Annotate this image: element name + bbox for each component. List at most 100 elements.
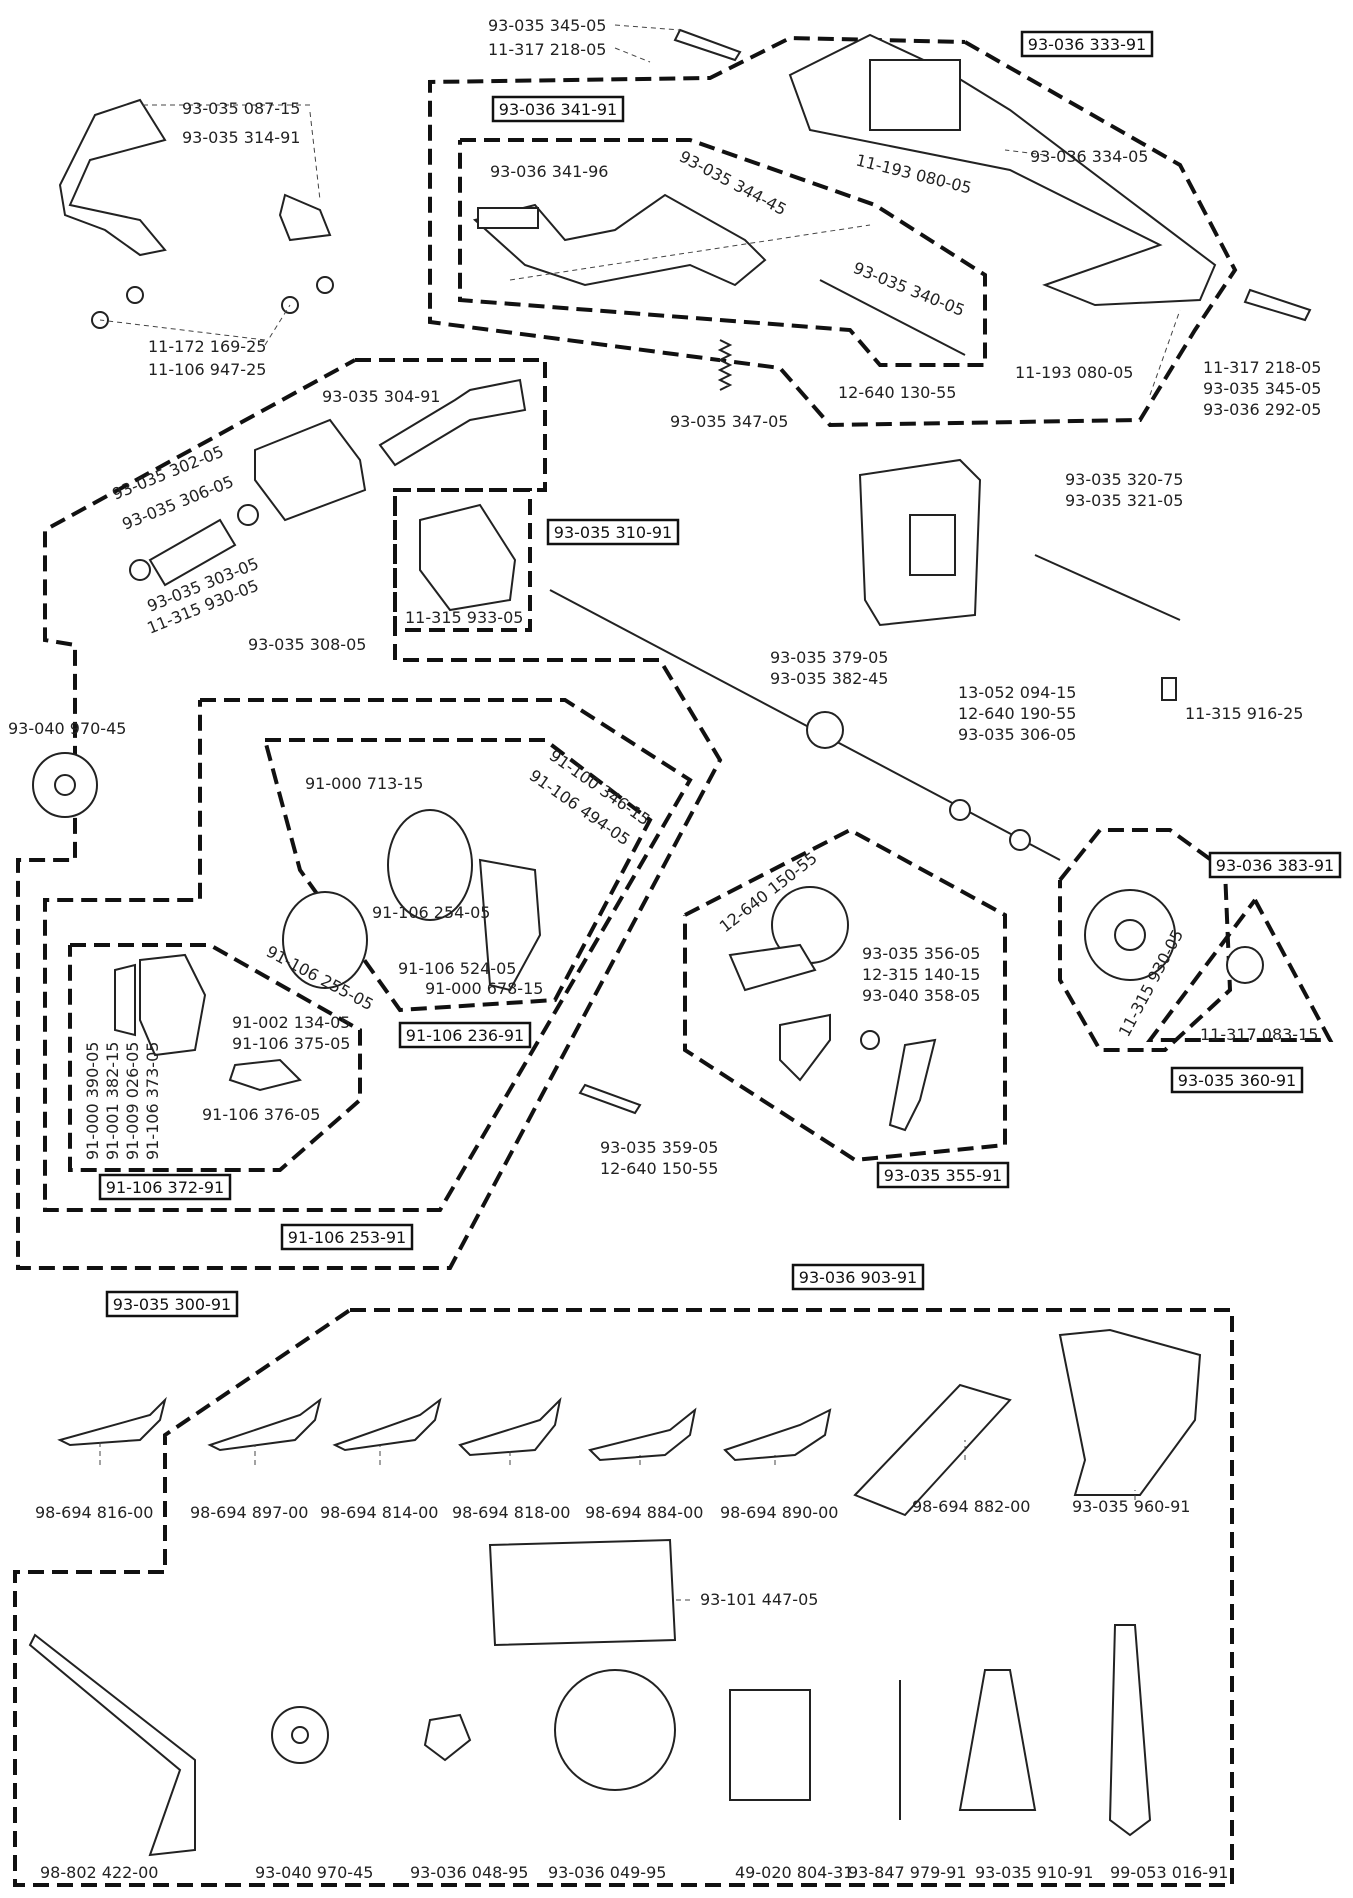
part-label: 91-106 373-05 (143, 1042, 162, 1160)
outline-93-035-360-91 (1146, 898, 1334, 1042)
part-label: 93-035 320-75 (1065, 470, 1183, 489)
seam-ripper-sketch (1108, 1624, 1152, 1837)
group-box-93-035-360-91: 93-035 360-91 (1170, 1066, 1304, 1094)
rod-sketch (819, 279, 966, 356)
part-label: 93-040 358-05 (862, 986, 980, 1005)
plate-sketch (278, 193, 332, 242)
part-label: 93-035 345-05 (1203, 379, 1321, 398)
part-label: 93-035 321-05 (1065, 491, 1183, 510)
svg-text:93-036 383-91: 93-036 383-91 (1216, 856, 1334, 875)
latch-lever-sketch (114, 963, 136, 1037)
bushing-sketch (148, 518, 237, 587)
part-label: 93-035 356-05 (862, 944, 980, 963)
group-outlines (13, 35, 1334, 1887)
part-label: 93-035 347-05 (670, 412, 788, 431)
spool-cap-small-sketch (423, 1713, 472, 1762)
part-label: 91-106 254-05 (372, 903, 490, 922)
outline-93-036-341-91 (458, 138, 987, 367)
washer-sketch-2 (237, 504, 259, 526)
spool-cap-large-sketch (554, 1669, 676, 1791)
part-label: 93-035 344-45 (676, 147, 789, 219)
shaft-collar-sketch-2 (949, 799, 971, 821)
part-label: 93-035 960-91 (1072, 1497, 1190, 1516)
part-label: 98-694 818-00 (452, 1503, 570, 1522)
cloth-sketch (488, 1538, 677, 1647)
part-label: 98-802 422-00 (40, 1863, 158, 1882)
part-label: 11-317 083-15 (1200, 1025, 1318, 1044)
svg-text:93-036 341-91: 93-036 341-91 (499, 100, 617, 119)
group-box-91-106-372-91: 91-106 372-91 (98, 1173, 232, 1201)
hem-guide-sketch (28, 1633, 196, 1857)
presser-foot-2-sketch (207, 1397, 322, 1452)
part-label: 99-053 016-91 (1110, 1863, 1228, 1882)
bobbin-hub-sketch (291, 1726, 309, 1744)
svg-text:91-106 372-91: 91-106 372-91 (106, 1178, 224, 1197)
part-label: 91-106 376-05 (202, 1105, 320, 1124)
part-label: 98-694 814-00 (320, 1503, 438, 1522)
svg-text:91-106 253-91: 91-106 253-91 (288, 1228, 406, 1247)
pin-sketch-top (673, 28, 742, 62)
part-label: 12-640 150-55 (600, 1159, 718, 1178)
part-label: 93-035 379-05 (770, 648, 888, 667)
bobbin-case-sketch (282, 891, 368, 989)
part-label: 91-000 713-15 (305, 774, 423, 793)
part-label: 11-193 080-05 (1015, 363, 1133, 382)
presser-foot-8-sketch (1058, 1328, 1202, 1496)
part-label: 11-106 947-25 (148, 360, 266, 379)
outline-91-106-253-91 (43, 698, 693, 1212)
part-label: 98-694 882-00 (912, 1497, 1030, 1516)
hook-race-sketch (387, 809, 473, 921)
part-label: 91-002 134-05 (232, 1013, 350, 1032)
part-label: 91-106 524-05 (398, 959, 516, 978)
part-label: 91-009 026-05 (123, 1042, 142, 1160)
pin-sketch-lower (578, 1083, 642, 1115)
part-label: 13-052 094-15 (958, 683, 1076, 702)
part-label: 93-036 341-96 (490, 162, 608, 181)
outline-93-035-355-91 (683, 827, 1007, 1163)
switch-sketch (909, 514, 956, 576)
part-label: 91-001 382-15 (103, 1042, 122, 1160)
part-label: 91-106 375-05 (232, 1034, 350, 1053)
washer-sketch-1 (129, 559, 151, 581)
needle-pack-sketch (729, 1689, 811, 1801)
bobbin-case-latch-sketch (139, 953, 207, 1057)
part-label: 93-035 340-05 (851, 258, 968, 320)
svg-text:93-036 903-91: 93-036 903-91 (799, 1268, 917, 1287)
outline-93-035-300-91 (16, 358, 723, 1270)
outline-91-106-236-91 (263, 738, 653, 1013)
leader-lines (99, 24, 1181, 1601)
presser-foot-7-sketch (853, 1383, 1012, 1517)
outline-91-106-372-91 (68, 943, 362, 1172)
spring-sketch (717, 339, 733, 391)
link-rod-sketch (888, 1038, 937, 1132)
oil-tube-sketch (958, 1669, 1037, 1811)
sleeve-sketch (254, 418, 367, 522)
part-label: 93-035 345-05 (488, 16, 606, 35)
part-label: 93-036 049-95 (548, 1863, 666, 1882)
group-boxes: 93-036 333-91 93-036 341-91 93-035 310-9… (98, 30, 1342, 1318)
small-gear-sketch (1226, 946, 1264, 984)
outline-93-036-903-91 (13, 1308, 1234, 1887)
svg-text:93-035 310-91: 93-035 310-91 (554, 523, 672, 542)
gear-hub-sketch (419, 503, 517, 612)
presser-foot-6-sketch (723, 1408, 832, 1462)
set-screw-sketch (1161, 677, 1177, 701)
part-label: 98-694 884-00 (585, 1503, 703, 1522)
presser-foot-3-sketch (332, 1397, 442, 1452)
part-label: 11-317 218-05 (1203, 358, 1321, 377)
group-box-93-035-310-91: 93-035 310-91 (546, 518, 680, 546)
part-label: 12-640 130-55 (838, 383, 956, 402)
part-label: 91-000 390-05 (83, 1042, 102, 1160)
linkage-arm-sketch (728, 943, 817, 992)
pin-sketch-right (1243, 288, 1312, 322)
outline-93-036-383-91 (1058, 828, 1233, 1052)
part-label: 93-035 308-05 (248, 635, 366, 654)
part-label: 11-315 933-05 (405, 608, 523, 627)
group-box-93-036-341-91: 93-036 341-91 (491, 95, 625, 123)
lever-arm-sketch (788, 33, 1217, 307)
part-label: 91-000 678-15 (425, 979, 543, 998)
part-label: 93-036 334-05 (1030, 147, 1148, 166)
part-label: 98-694 816-00 (35, 1503, 153, 1522)
main-shaft-sketch (549, 589, 1061, 861)
part-sketches (28, 28, 1312, 1857)
